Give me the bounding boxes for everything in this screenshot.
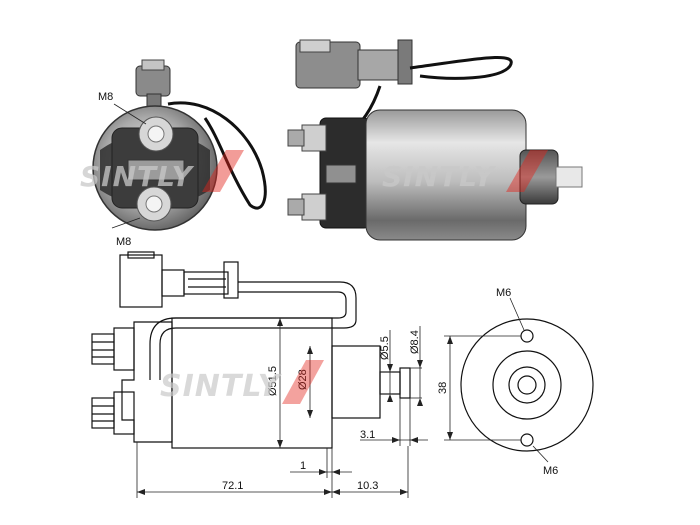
drawing-front-view: 38 M6 M6 <box>437 287 594 477</box>
dim-body-diameter: Ø51.5 <box>267 366 279 396</box>
watermark-drawing: SINTLY <box>160 360 324 404</box>
dim-mount-spacing: 38 <box>437 382 449 394</box>
watermark-mark-right <box>506 150 548 192</box>
label-mount-top: M6 <box>496 287 511 299</box>
photo-end-view: M8 M8 <box>92 59 267 248</box>
mount-hole-bottom <box>520 433 534 447</box>
dim-shaft-length: 10.3 <box>357 480 378 492</box>
dim-shaft-diameter: Ø5.5 <box>379 336 391 360</box>
dim-tip-length: 3.1 <box>360 429 375 441</box>
end-view-stud-top <box>138 116 174 152</box>
watermark-mark-drawing <box>282 360 324 404</box>
end-view-connector <box>135 59 171 111</box>
dim-tip-diameter: Ø8.4 <box>409 330 421 354</box>
side-view-plunger-tip <box>555 166 583 188</box>
dim-total-length: 72.1 <box>222 480 243 492</box>
label-bottom-stud: M8 <box>116 236 131 248</box>
mount-hole-top <box>520 329 534 343</box>
photo-side-view <box>287 39 583 241</box>
watermark-text-drawing: SINTLY <box>160 369 283 404</box>
dim-gap: 1 <box>300 460 306 472</box>
front-view-outline <box>460 318 594 452</box>
drawing-side-elevation: Ø51.5 Ø28 Ø5.5 Ø8.4 3.1 <box>91 251 428 498</box>
side-view-connector <box>295 39 413 89</box>
end-view-wire <box>167 101 267 210</box>
label-mount-bottom: M6 <box>543 465 558 477</box>
watermark-mark-left <box>202 150 244 192</box>
dim-plunger-diameter: Ø28 <box>297 369 309 390</box>
end-view-stud-bottom <box>136 186 172 222</box>
watermark-text-right: SINTLY <box>382 160 497 193</box>
watermark-top: SINTLY SINTLY <box>80 150 548 193</box>
drawing-connector <box>119 251 239 308</box>
watermark-text-left: SINTLY <box>80 160 195 193</box>
label-top-stud: M8 <box>98 91 113 103</box>
